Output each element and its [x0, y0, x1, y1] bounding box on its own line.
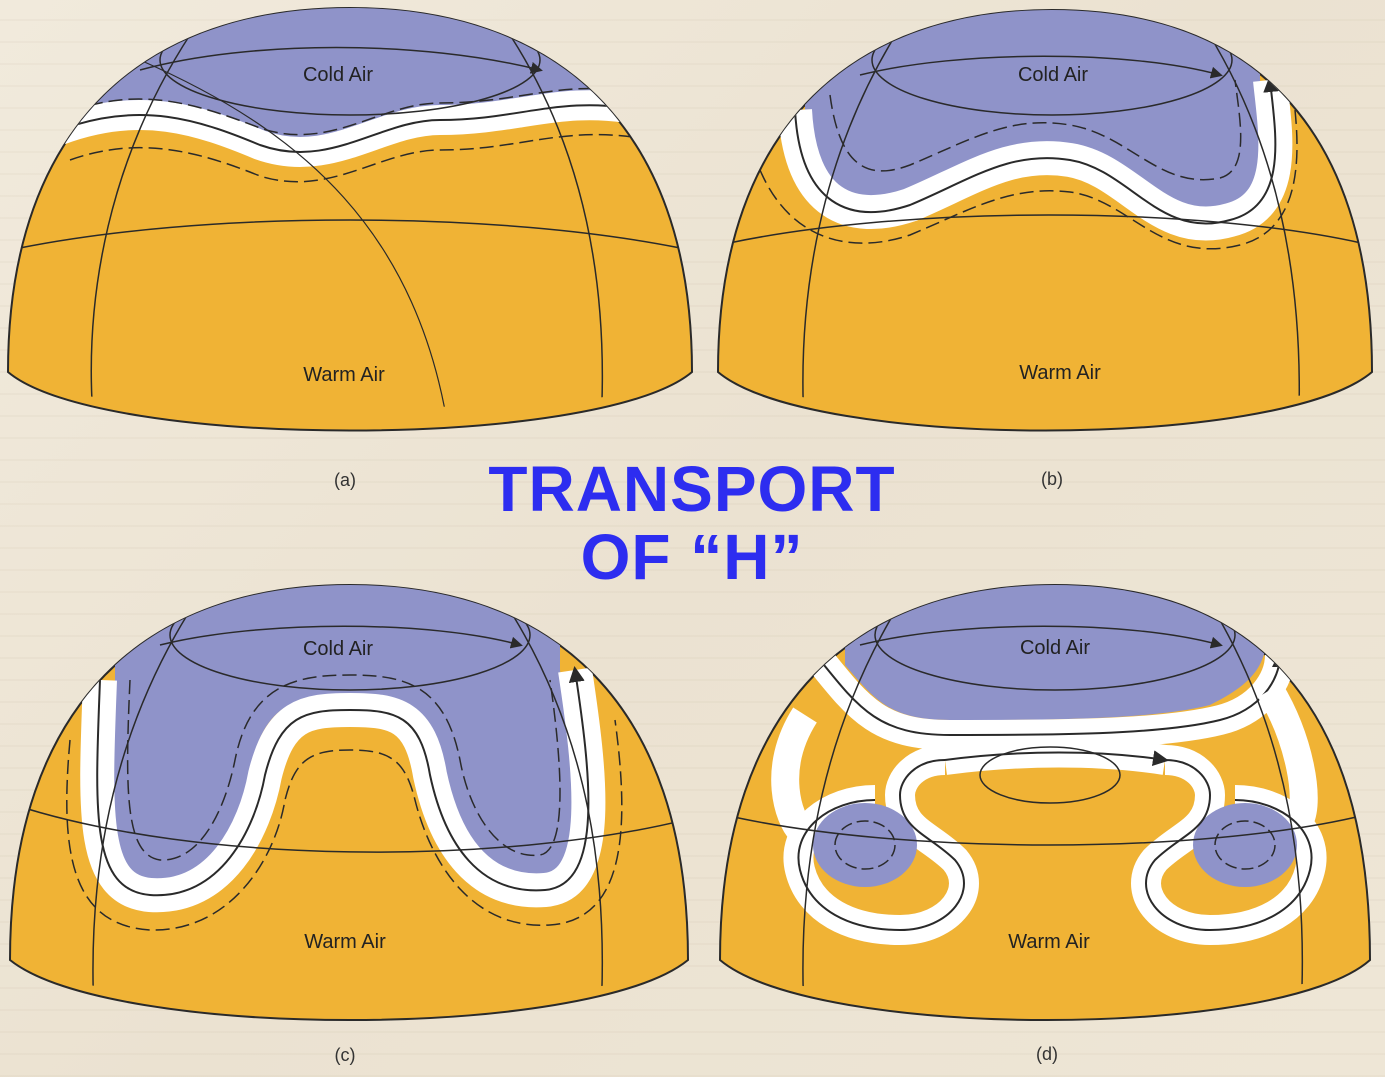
panel-a: Cold Air Warm Air (a) — [0, 0, 700, 510]
panel-caption: (b) — [1041, 469, 1063, 490]
cold-air-label: Cold Air — [1018, 64, 1088, 87]
warm-air-label: Warm Air — [304, 931, 385, 954]
cold-air-region — [1193, 803, 1297, 887]
panel-c: Cold Air Warm Air (c) — [0, 570, 700, 1077]
title-line-2: OF “H” — [488, 523, 895, 591]
overlay-title: TRANSPORT OF “H” — [488, 455, 895, 591]
warm-air-label: Warm Air — [303, 364, 384, 387]
warm-air-label: Warm Air — [1008, 931, 1089, 954]
cold-air-label: Cold Air — [303, 638, 373, 661]
title-line-1: TRANSPORT — [488, 455, 895, 523]
panel-b: Cold Air Warm Air (b) — [700, 0, 1385, 510]
panel-d: Cold Air Warm Air (d) — [700, 570, 1385, 1077]
panel-caption: (a) — [334, 470, 356, 491]
cold-air-region — [813, 803, 917, 887]
panel-caption: (d) — [1036, 1044, 1058, 1065]
cold-air-label: Cold Air — [1020, 637, 1090, 660]
warm-air-label: Warm Air — [1019, 362, 1100, 385]
panel-caption: (c) — [335, 1045, 356, 1066]
cold-air-label: Cold Air — [303, 64, 373, 87]
